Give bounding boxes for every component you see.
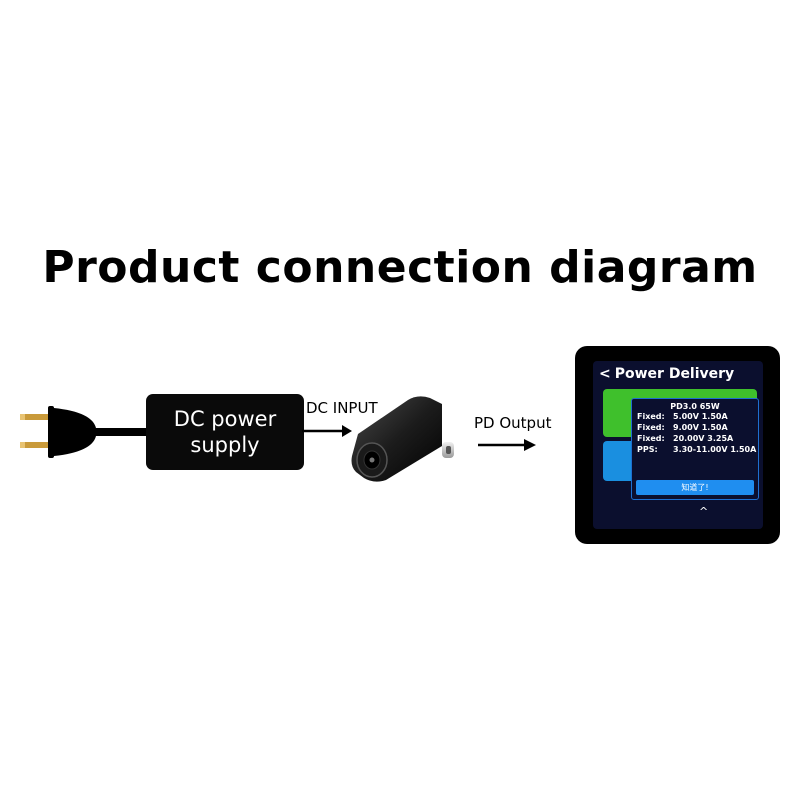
- caret-up-icon: ^: [699, 505, 709, 518]
- pdo-label: Fixed:: [637, 412, 665, 421]
- back-icon: <: [599, 366, 611, 382]
- page-title: Product connection diagram: [42, 242, 758, 293]
- popup-ok-button[interactable]: 知道了!: [636, 480, 754, 495]
- pdo-value: 20.00V 3.25A: [673, 434, 734, 443]
- pdo-row: PPS: 3.30-11.00V 1.50A: [632, 444, 758, 455]
- pdo-row: Fixed: 5.00V 1.50A: [632, 411, 758, 422]
- usb-c-adapter-icon: [351, 396, 454, 482]
- pdo-label: Fixed:: [637, 434, 665, 443]
- dc-input-label: DC INPUT: [306, 399, 378, 417]
- pdo-label: PPS:: [637, 445, 658, 454]
- popup-header: PD3.0 65W: [670, 402, 720, 411]
- psu-label-line1: DC power: [173, 407, 277, 431]
- tester-screen: <Power Delivery PD3.0 65W Fixed: 5.00V 1…: [593, 361, 763, 529]
- tester-device: <Power Delivery PD3.0 65W Fixed: 5.00V 1…: [575, 346, 780, 544]
- pd-output-label: PD Output: [474, 414, 552, 432]
- arrow-right-icon: [478, 439, 536, 451]
- pdo-value: 5.00V 1.50A: [673, 412, 728, 421]
- pdo-popup: PD3.0 65W Fixed: 5.00V 1.50A Fixed: 9.00…: [631, 398, 759, 500]
- pdo-label: Fixed:: [637, 423, 665, 432]
- pdo-row: Fixed: 9.00V 1.50A: [632, 422, 758, 433]
- screen-title-text: Power Delivery: [614, 366, 735, 382]
- power-cord: [100, 428, 148, 436]
- pdo-value: 3.30-11.00V 1.50A: [673, 445, 757, 454]
- pdo-row: Fixed: 20.00V 3.25A: [632, 433, 758, 444]
- plug-icon: [20, 406, 100, 458]
- screen-title: <Power Delivery: [599, 366, 734, 382]
- psu-label-line2: supply: [190, 433, 260, 457]
- dc-power-supply-box: DC power supply: [146, 394, 304, 470]
- pdo-value: 9.00V 1.50A: [673, 423, 728, 432]
- arrow-right-icon: [302, 425, 352, 437]
